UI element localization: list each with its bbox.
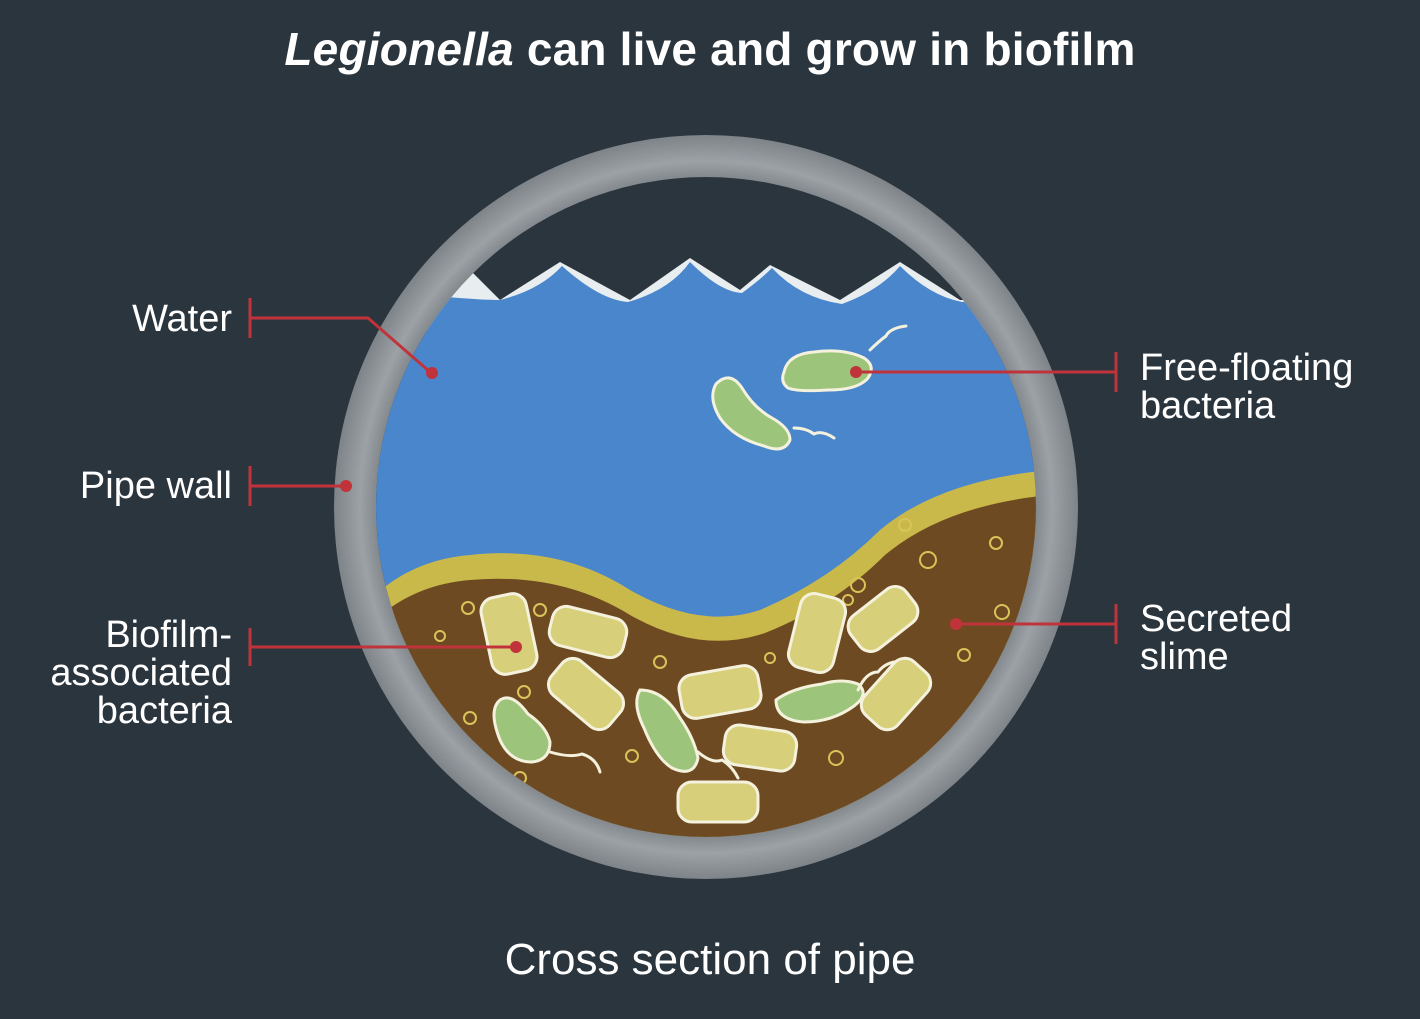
slime-bubbles (434, 518, 1010, 785)
label-free-floating-bacteria: Free-floating bacteria (1140, 347, 1354, 427)
leader-dots (340, 366, 962, 653)
floating-flagella (792, 324, 908, 440)
water-leader-line (248, 298, 431, 374)
free-floating-bacteria (711, 324, 908, 451)
biofilm-leader-line (248, 628, 516, 666)
label-biofilm-associated-bacteria: Biofilm- associated bacteria (50, 614, 232, 732)
label-pipe-wall: Pipe wall (79, 465, 232, 507)
floating-bacterium-1 (781, 349, 873, 393)
title-italic: Legionella (284, 23, 514, 75)
label-secreted-slime: Secreted slime (1140, 598, 1293, 678)
label-water: Water (132, 298, 232, 340)
biofilm-legionella (492, 679, 865, 773)
title-rest: can live and grow in biofilm (513, 23, 1136, 75)
page-title: Legionella can live and grow in biofilm (0, 22, 1420, 76)
slime-leader-line (956, 604, 1118, 644)
diagram-caption: Cross section of pipe (504, 935, 916, 984)
floating-bacterium-2 (711, 376, 792, 451)
pipe-wall-leader-line (248, 466, 344, 506)
leader-lines (248, 298, 1118, 666)
biofilm-bacteria (479, 585, 933, 824)
bacteria-flagella (548, 660, 896, 780)
free-floating-leader-line (856, 352, 1118, 392)
